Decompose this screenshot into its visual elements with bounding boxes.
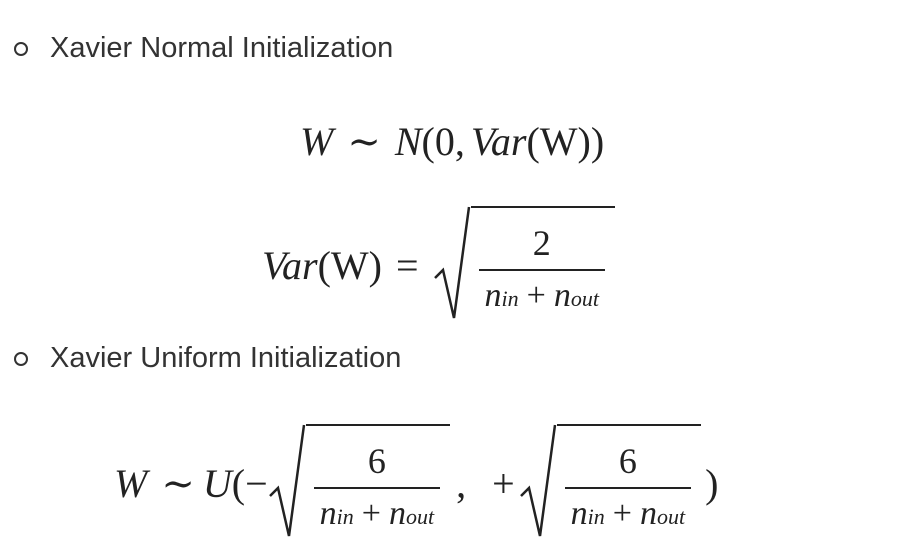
math-n: n <box>319 495 337 532</box>
bullet-circle-icon <box>14 351 28 366</box>
math-comma: , <box>456 460 467 506</box>
math-var-arg: (W) <box>317 242 382 288</box>
math-n: n <box>484 277 502 314</box>
math-tilde: ∼ <box>347 119 381 164</box>
bullet-uniform: Xavier Uniform Initialization <box>14 342 401 375</box>
math-w: W <box>300 119 334 164</box>
fraction-numerator: 2 <box>532 223 551 263</box>
bullet-circle-icon <box>14 41 28 56</box>
math-var: Var <box>262 242 318 288</box>
math-normal-n: N <box>394 119 422 164</box>
math-plus: + <box>612 495 632 532</box>
math-n: n <box>570 495 588 532</box>
formula-normal-distribution: W ∼ N ( 0, Var (W) ) <box>300 118 604 165</box>
fraction-numerator: 6 <box>618 441 637 481</box>
math-w: W <box>114 460 148 506</box>
bullet-normal: Xavier Normal Initialization <box>14 32 393 65</box>
fraction-bar <box>313 487 441 489</box>
math-close-paren: ) <box>590 119 605 164</box>
math-plus: + <box>526 277 546 314</box>
math-n: n <box>388 495 406 532</box>
math-close-paren: ) <box>705 460 719 506</box>
math-n: n <box>639 495 657 532</box>
math-plus: + <box>361 495 381 532</box>
math-tilde: ∼ <box>161 460 195 506</box>
math-open-paren: ( <box>231 460 246 506</box>
math-open-paren: ( <box>421 119 435 164</box>
radical-sign-icon <box>433 206 470 319</box>
fraction-numerator: 6 <box>367 441 386 481</box>
heading-xavier-uniform: Xavier Uniform Initialization <box>50 342 402 374</box>
heading-xavier-normal: Xavier Normal Initialization <box>50 32 394 64</box>
fraction-bar <box>564 487 692 489</box>
math-var: Var <box>470 119 527 164</box>
radical-sign-icon <box>268 424 305 537</box>
fraction-bar <box>478 269 605 271</box>
math-zero: 0, <box>434 119 465 164</box>
math-equals: = <box>395 242 419 288</box>
math-n: n <box>553 277 571 314</box>
math-var-arg: (W) <box>526 119 591 164</box>
math-minus: − <box>245 460 268 506</box>
math-plus-sign: + <box>492 460 515 506</box>
math-uniform-u: U <box>202 460 232 506</box>
radical-sign-icon <box>519 424 556 537</box>
